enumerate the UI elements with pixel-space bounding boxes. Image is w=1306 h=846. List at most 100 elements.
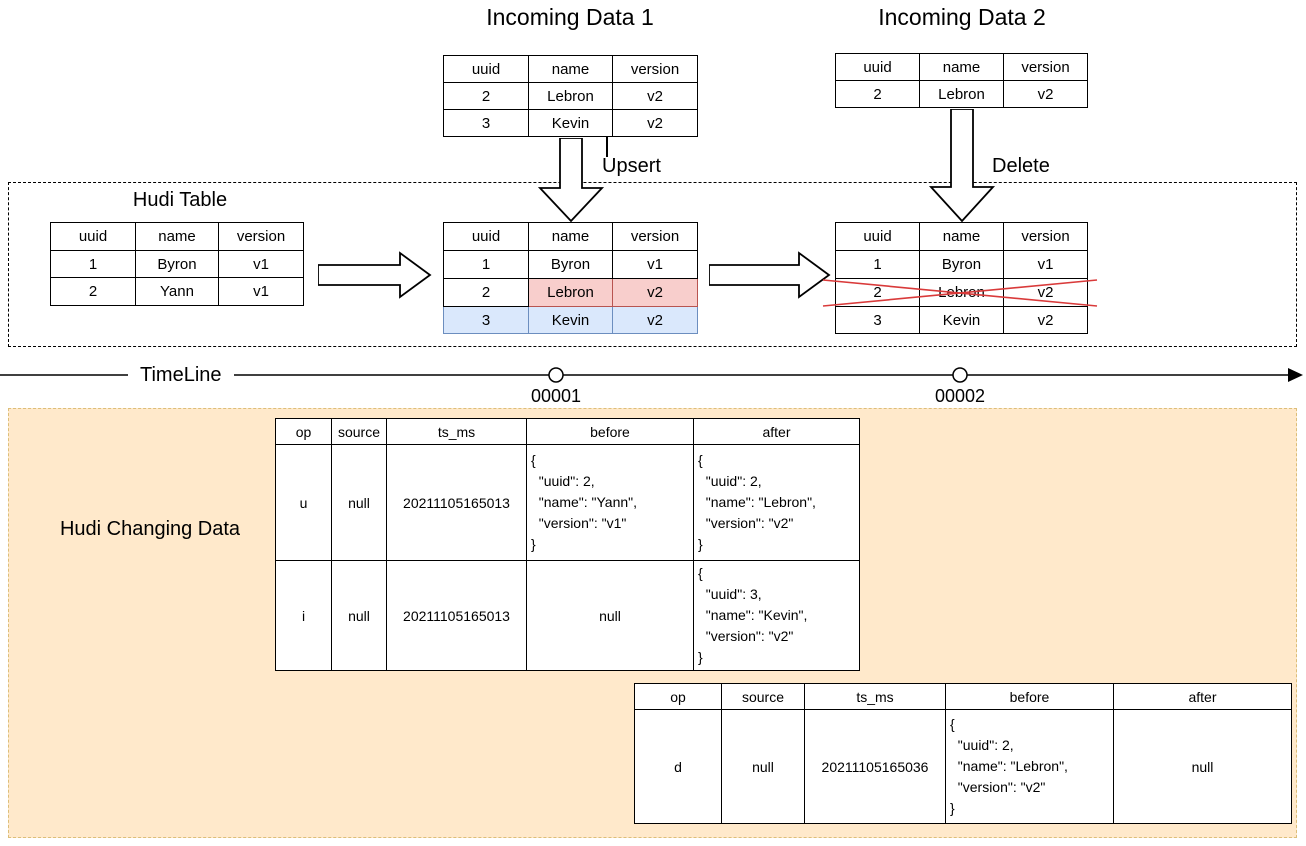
table-cell: 1 (443, 250, 529, 279)
column-header: name (528, 55, 613, 83)
table-cell: v1 (1003, 250, 1088, 279)
column-header: after (1113, 683, 1292, 710)
incoming-data-1-title: Incoming Data 1 (486, 4, 654, 30)
table-cell: v2 (612, 109, 698, 137)
table-cell: 1 (835, 250, 920, 279)
table-cell: 2 (443, 278, 529, 307)
table-cell: Kevin (919, 306, 1004, 334)
column-header: uuid (50, 222, 136, 251)
table-cell: Lebron (528, 278, 613, 307)
table-cell: v1 (612, 250, 698, 279)
column-header: uuid (443, 55, 529, 83)
table-cell: v1 (218, 250, 304, 278)
column-header: version (218, 222, 304, 251)
table-cell: v2 (612, 306, 698, 334)
table-cell: { "uuid": 3, "name": "Kevin", "version":… (693, 560, 860, 671)
hudi-changing-data-title: Hudi Changing Data (59, 518, 241, 540)
column-header: op (634, 683, 722, 710)
table-cell: v2 (1003, 306, 1088, 334)
column-header: source (331, 418, 387, 445)
table-cell: Lebron (919, 80, 1004, 108)
column-header: uuid (443, 222, 529, 251)
table-cell: null (721, 709, 805, 824)
timeline-commit-2: 00002 (934, 386, 986, 406)
table-cell: { "uuid": 2, "name": "Lebron", "version"… (693, 444, 860, 561)
transition-arrow-1-icon (318, 251, 432, 299)
table-cell: null (526, 560, 694, 671)
table-cell: i (275, 560, 332, 671)
table-cell: 20211105165036 (804, 709, 946, 824)
table-cell: null (331, 560, 387, 671)
table-cell: 20211105165013 (386, 444, 527, 561)
delete-arrow-icon (928, 109, 996, 222)
hudi-table-box (8, 182, 1297, 347)
upsert-arrow-icon (537, 138, 605, 222)
table-cell: Kevin (528, 109, 613, 137)
column-header: after (693, 418, 860, 445)
table-cell: 2 (443, 82, 529, 110)
table-cell: 1 (50, 250, 136, 278)
table-cell: Byron (528, 250, 613, 279)
table-cell: { "uuid": 2, "name": "Lebron", "version"… (945, 709, 1114, 824)
table-cell: Byron (135, 250, 219, 278)
table-cell: null (331, 444, 387, 561)
column-header: ts_ms (386, 418, 527, 445)
column-header: version (1003, 53, 1088, 81)
table-cell: null (1113, 709, 1292, 824)
column-header: name (528, 222, 613, 251)
table-cell: 3 (443, 306, 529, 334)
column-header: version (612, 222, 698, 251)
table-cell: v2 (1003, 80, 1088, 108)
column-header: ts_ms (804, 683, 946, 710)
table-cell: Kevin (528, 306, 613, 334)
table-cell: Lebron (528, 82, 613, 110)
delete-label: Delete (992, 155, 1050, 177)
column-header: version (612, 55, 698, 83)
upsert-label-leader-line (606, 137, 608, 157)
transition-arrow-2-icon (709, 251, 831, 299)
column-header: name (919, 53, 1004, 81)
column-header: name (919, 222, 1004, 251)
table-cell: 2 (50, 277, 136, 306)
table-cell: d (634, 709, 722, 824)
table-cell: Byron (919, 250, 1004, 279)
table-cell: Yann (135, 277, 219, 306)
column-header: uuid (835, 53, 920, 81)
timeline-commit-1: 00001 (530, 386, 582, 406)
upsert-label: Upsert (602, 155, 661, 177)
column-header: version (1003, 222, 1088, 251)
incoming-data-2-title: Incoming Data 2 (878, 4, 1046, 30)
table-cell: 2 (835, 80, 920, 108)
column-header: before (945, 683, 1114, 710)
table-cell: v1 (218, 277, 304, 306)
table-cell: u (275, 444, 332, 561)
